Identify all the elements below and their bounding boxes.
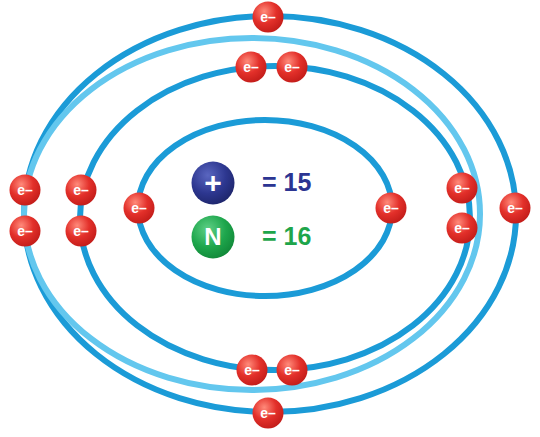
inner-shell xyxy=(138,120,392,296)
electron-fill xyxy=(10,175,41,206)
electron-symbol: e– xyxy=(454,221,470,235)
electron: e– xyxy=(65,174,97,206)
neutron-fill xyxy=(192,216,235,259)
electron-symbol: e– xyxy=(17,183,33,197)
electron-symbol: e– xyxy=(507,201,523,215)
light-shell xyxy=(24,38,480,390)
electron-fill xyxy=(376,193,407,224)
electron-symbol: e– xyxy=(284,363,300,377)
electron: e– xyxy=(252,397,284,429)
proton-fill xyxy=(192,162,235,205)
electron: e– xyxy=(276,51,308,83)
neutron-symbol: N xyxy=(204,225,221,249)
electron-symbol: e– xyxy=(260,10,276,24)
electron: e– xyxy=(499,192,531,224)
electron: e– xyxy=(446,172,478,204)
electron: e– xyxy=(375,192,407,224)
electron-symbol: e– xyxy=(260,406,276,420)
electron-fill xyxy=(253,398,284,429)
electron-fill xyxy=(277,355,308,386)
electron: e– xyxy=(235,51,267,83)
electron-fill xyxy=(124,193,155,224)
electron-symbol: e– xyxy=(383,201,399,215)
electron: e– xyxy=(65,215,97,247)
electron: e– xyxy=(276,354,308,386)
electron-fill xyxy=(253,2,284,33)
electron-fill xyxy=(10,216,41,247)
electron-fill xyxy=(447,213,478,244)
electron-fill xyxy=(66,216,97,247)
electron-symbol: e– xyxy=(131,201,147,215)
neutron-count: = 16 xyxy=(262,223,311,251)
proton-symbol: + xyxy=(204,168,222,198)
electron: e– xyxy=(9,215,41,247)
electron-symbol: e– xyxy=(243,60,259,74)
electron-fill xyxy=(66,175,97,206)
electron: e– xyxy=(252,1,284,33)
electron: e– xyxy=(446,212,478,244)
proton-count: = 15 xyxy=(262,169,311,197)
electron-fill xyxy=(447,173,478,204)
electron: e– xyxy=(236,354,268,386)
electron-fill xyxy=(500,193,531,224)
electron-symbol: e– xyxy=(284,60,300,74)
proton: + xyxy=(191,161,235,205)
electron-symbol: e– xyxy=(73,183,89,197)
middle-shell xyxy=(80,66,470,370)
electron: e– xyxy=(123,192,155,224)
electron-symbol: e– xyxy=(73,224,89,238)
electron-symbol: e– xyxy=(17,224,33,238)
electron-fill xyxy=(237,355,268,386)
electron-symbol: e– xyxy=(244,363,260,377)
neutron: N xyxy=(191,215,235,259)
electron: e– xyxy=(9,174,41,206)
outer-shell xyxy=(24,16,516,412)
electron-fill xyxy=(236,52,267,83)
electron-fill xyxy=(277,52,308,83)
electron-symbol: e– xyxy=(454,181,470,195)
